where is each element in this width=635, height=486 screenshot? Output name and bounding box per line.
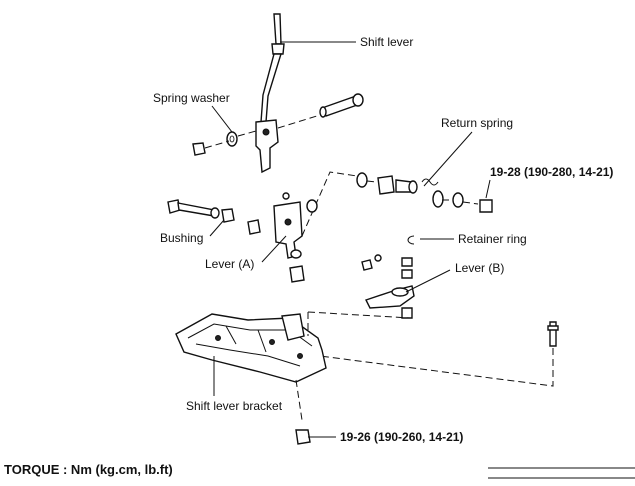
spring-washer-part (226, 131, 238, 147)
lever-a-part (273, 192, 318, 283)
long-bolt-part (167, 199, 220, 219)
label-shift-lever-bracket: Shift lever bracket (186, 399, 283, 413)
leader-spring-washer (211, 105, 233, 133)
bushing-part (221, 208, 235, 223)
label-lever-b: Lever (B) (455, 261, 504, 275)
leader-bushing (209, 219, 225, 237)
retainer-ring-part (407, 235, 415, 245)
label-bushing: Bushing (160, 231, 203, 245)
torque-note: TORQUE : Nm (kg.cm, lb.ft) (4, 462, 173, 477)
return-spring-group (301, 171, 493, 237)
label-torque-bottom: 19-26 (190-260, 14-21) (340, 430, 463, 444)
shift-lever-part (255, 13, 285, 174)
leader-lever-b (405, 269, 451, 293)
leader-lever-a (261, 235, 287, 263)
label-lever-a: Lever (A) (205, 257, 254, 271)
bolt-right-part (319, 321, 559, 387)
label-retainer-ring: Retainer ring (458, 232, 527, 246)
leader-return-spring (423, 131, 473, 187)
nut-left-part (192, 142, 206, 156)
bushing-right-part (247, 219, 261, 235)
pivot-bolt-part (319, 93, 364, 118)
shift-lever-bracket-part (175, 311, 411, 421)
bottom-nut-part (295, 429, 311, 445)
leader-torque-top (485, 179, 491, 199)
label-spring-washer: Spring washer (153, 91, 230, 105)
label-return-spring: Return spring (441, 116, 513, 130)
label-shift-lever: Shift lever (360, 35, 413, 49)
lever-b-part (361, 254, 415, 319)
label-torque-top: 19-28 (190-280, 14-21) (490, 165, 613, 179)
